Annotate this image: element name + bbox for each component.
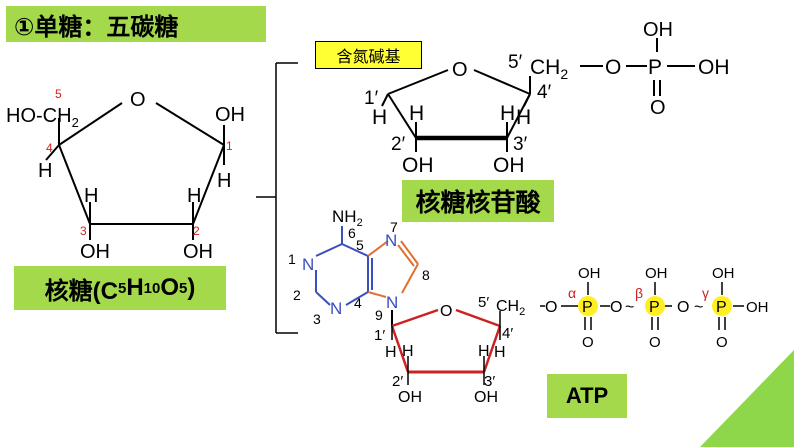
nt-phosphorus: P — [648, 56, 662, 79]
ribose-oh-c3: OH — [80, 241, 110, 263]
atp-od3: O — [716, 334, 728, 351]
atp-h-c4: H — [494, 344, 506, 361]
ribonucleotide-label: 核糖核苷酸 — [402, 180, 554, 222]
atp-num-3: 3 — [313, 311, 321, 327]
atp-od2: O — [649, 334, 661, 351]
nt-h-c2: H — [409, 102, 424, 125]
atp-oh3: OH — [712, 265, 735, 282]
atp-num-5: 5 — [356, 237, 364, 253]
ribose-num-1: 1 — [226, 139, 233, 153]
atp-num-2: 2 — [293, 287, 301, 303]
ribose-num-3: 3 — [80, 224, 87, 238]
nt-h-c4: H — [516, 106, 531, 129]
atp-p1: P — [582, 299, 593, 316]
atp-oh-c2: OH — [398, 389, 422, 406]
atp-c4-prime: 4′ — [502, 325, 513, 342]
ribose-oh-c1: OH — [215, 104, 245, 126]
nt-ring-o: O — [452, 59, 468, 81]
nitrogenous-base-label: 含氮碱基 — [315, 41, 422, 69]
atp-num-8: 8 — [422, 267, 430, 283]
atp-p3: P — [716, 299, 727, 316]
atp-alpha: α — [568, 285, 576, 301]
atp-o1: O — [545, 299, 557, 316]
nt-oh-right: OH — [698, 56, 730, 79]
phosphate-gamma-marker — [712, 296, 732, 316]
atp-c1-prime: 1′ — [374, 327, 385, 344]
corner-decoration — [700, 350, 794, 447]
nt-c3-prime: 3′ — [513, 134, 528, 155]
nt-c1-prime: 1′ — [364, 88, 379, 109]
atp-o3: O — [677, 299, 689, 316]
ribose-num-5: 5 — [55, 87, 62, 101]
atp-ring-o: O — [440, 303, 452, 320]
nt-c2-prime: 2′ — [391, 134, 406, 155]
atp-ribose-bonds — [391, 282, 744, 385]
atp-h-c3: H — [478, 343, 490, 360]
atp-o2: O — [610, 299, 622, 316]
atp-num-1: 1 — [288, 251, 296, 267]
atp-num-7: 7 — [390, 219, 398, 235]
atp-num-4: 4 — [354, 295, 362, 311]
nt-ch2: CH2 — [530, 56, 568, 82]
nt-h-c3: H — [500, 102, 515, 125]
atp-gamma: γ — [702, 285, 709, 301]
phosphate-alpha-marker — [578, 296, 598, 316]
atp-ch2: CH2 — [496, 298, 525, 318]
nt-o-link: O — [605, 56, 621, 79]
atp-c2-prime: 2′ — [392, 373, 403, 390]
ribose-ring-o: O — [130, 89, 146, 111]
ribose-oh-c2: OH — [183, 241, 213, 263]
ribose-ho: HO — [6, 105, 36, 127]
atp-n1: N — [302, 255, 314, 274]
atp-nh2: NH2 — [332, 207, 363, 229]
atp-oh1: OH — [578, 265, 601, 282]
adenine-structure — [315, 226, 419, 326]
atp-c3-prime: 3′ — [484, 373, 495, 390]
nt-oh-c3: OH — [493, 154, 525, 177]
atp-tilde1: ~ — [625, 299, 634, 316]
atp-n3: N — [330, 299, 342, 318]
atp-h-c1: H — [385, 344, 397, 361]
atp-oh-c3: OH — [474, 389, 498, 406]
nt-h-c1: H — [372, 106, 387, 129]
atp-beta: β — [635, 285, 643, 301]
atp-n9: N — [386, 293, 398, 312]
nt-c5-prime: 5′ — [508, 52, 523, 73]
ribose-num-4: 4 — [46, 141, 53, 155]
atp-od1: O — [582, 334, 594, 351]
nt-o-double: O — [650, 97, 666, 119]
ribose-h-c2: H — [187, 185, 201, 207]
atp-tilde2: ~ — [694, 299, 703, 316]
atp-label: ATP — [547, 374, 627, 418]
nt-oh-top: OH — [643, 19, 673, 41]
ribose-structure — [45, 102, 225, 240]
ribonucleotide-structure — [381, 38, 695, 152]
atp-ribose-structure — [390, 308, 502, 374]
phosphate-beta-marker — [645, 296, 665, 316]
page-title: ①单糖：五碳糖 — [6, 6, 266, 42]
ribose-h-c1: H — [217, 170, 231, 192]
ribose-h-c3: H — [84, 185, 98, 207]
nt-c4-prime: 4′ — [537, 82, 552, 103]
bracket — [256, 62, 298, 334]
atp-p2: P — [649, 299, 660, 316]
atp-oh-end: OH — [746, 299, 769, 316]
atp-num-6: 6 — [348, 225, 356, 241]
ribose-ch2: -CH2 — [36, 105, 79, 130]
atp-h-c2: H — [402, 343, 414, 360]
atp-num-9: 9 — [375, 307, 383, 323]
atp-n7: N — [385, 231, 397, 250]
atp-c5-prime: 5′ — [478, 294, 489, 311]
nt-oh-c2: OH — [402, 154, 434, 177]
ribose-h-c4: H — [38, 160, 52, 182]
ribose-num-2: 2 — [193, 224, 200, 238]
atp-oh2: OH — [645, 265, 668, 282]
